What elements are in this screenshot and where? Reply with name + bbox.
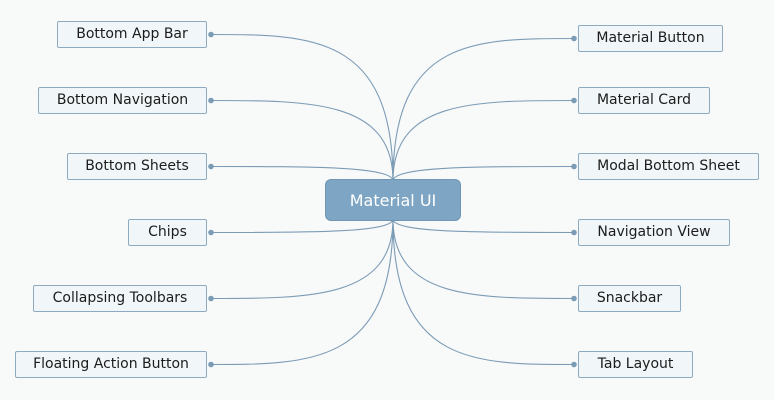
branch-label: Bottom Sheets xyxy=(85,158,189,174)
connector-endpoint xyxy=(208,295,214,302)
connector-endpoint xyxy=(208,31,214,38)
branch-label: Bottom App Bar xyxy=(76,26,188,42)
connector-line xyxy=(210,218,394,300)
branch-navigation-view[interactable]: Navigation View xyxy=(578,219,730,246)
branch-material-card[interactable]: Material Card xyxy=(578,87,710,114)
branch-label: Bottom Navigation xyxy=(56,92,189,108)
central-topic-label: Material UI xyxy=(349,191,437,210)
connector-endpoint xyxy=(571,361,577,368)
branch-collapsing-toolbars[interactable]: Collapsing Toolbars xyxy=(33,285,207,312)
connector-endpoint xyxy=(571,163,577,170)
branch-material-button[interactable]: Material Button xyxy=(578,25,723,52)
connector-endpoint xyxy=(208,97,214,104)
connector-line xyxy=(392,218,575,366)
connector-line xyxy=(210,99,394,182)
branch-bottom-navigation[interactable]: Bottom Navigation xyxy=(38,87,207,114)
branch-snackbar[interactable]: Snackbar xyxy=(578,285,681,312)
branch-label: Tab Layout xyxy=(597,356,674,372)
branch-label: Floating Action Button xyxy=(33,356,189,372)
connector-endpoint xyxy=(208,229,214,236)
branch-label: Modal Bottom Sheet xyxy=(597,158,740,174)
connector-endpoint xyxy=(571,229,577,236)
connector-line xyxy=(210,33,394,182)
connector-line xyxy=(392,99,575,182)
branch-label: Snackbar xyxy=(596,290,663,306)
connector-endpoint xyxy=(571,35,577,42)
connector-endpoint xyxy=(208,163,214,170)
connector-line xyxy=(392,37,575,182)
connector-line xyxy=(392,218,575,300)
branch-bottom-app-bar[interactable]: Bottom App Bar xyxy=(57,21,207,48)
connector-line xyxy=(392,165,575,182)
branch-modal-bottom-sheet[interactable]: Modal Bottom Sheet xyxy=(578,153,759,180)
branch-label: Chips xyxy=(148,224,187,240)
connector-line xyxy=(392,218,575,234)
connector-line xyxy=(210,165,394,182)
central-topic[interactable]: Material UI xyxy=(325,179,461,221)
connector-line xyxy=(210,218,394,366)
connector-line xyxy=(210,218,394,234)
branch-floating-action-button[interactable]: Floating Action Button xyxy=(15,351,207,378)
branch-label: Navigation View xyxy=(597,224,711,240)
branch-label: Material Card xyxy=(596,92,692,108)
branch-tab-layout[interactable]: Tab Layout xyxy=(578,351,693,378)
branch-label: Collapsing Toolbars xyxy=(52,290,188,306)
connector-endpoint xyxy=(208,361,214,368)
branch-label: Material Button xyxy=(596,30,705,46)
connector-endpoint xyxy=(571,295,577,302)
branch-chips[interactable]: Chips xyxy=(128,219,207,246)
connector-endpoint xyxy=(571,97,577,104)
branch-bottom-sheets[interactable]: Bottom Sheets xyxy=(67,153,207,180)
